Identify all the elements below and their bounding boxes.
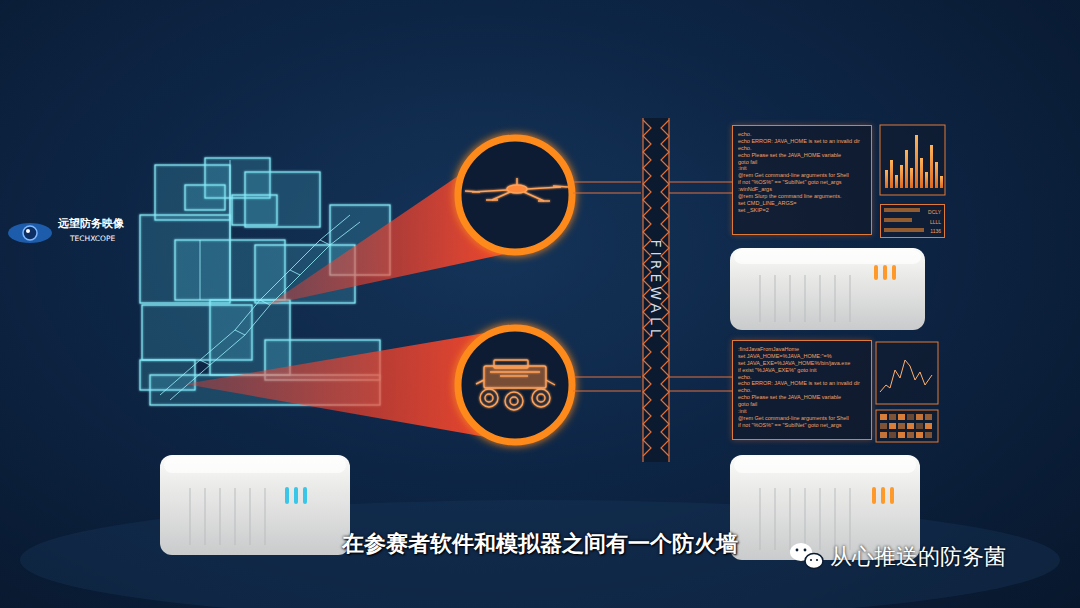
stat-panel: DCLYLLLL1136 (880, 204, 945, 238)
code-line: :findJavaFromJavaHome (738, 346, 866, 353)
code-line: set _SKIP=2 (738, 207, 866, 214)
code-line: echo. (738, 387, 866, 394)
code-line: goto fail (738, 159, 866, 166)
firewall-label: FIREWALL (648, 239, 664, 340)
code-line: set CMD_LINE_ARGS= (738, 200, 866, 207)
watermark-text: TECHXCOPE (70, 234, 115, 243)
code-line: echo. (738, 145, 866, 152)
code-line: goto fail (738, 401, 866, 408)
code-line: echo Please set the JAVA_HOME variable (738, 394, 866, 401)
code-line: set JAVA_HOME=%JAVA_HOME:"=% (738, 353, 866, 360)
watermark-text: 远望防务映像 (58, 216, 124, 231)
wire-connector (669, 391, 732, 392)
code-line: @rem Slurp the command line arguments. (738, 193, 866, 200)
code-line: if exist "%JAVA_EXE%" goto init (738, 367, 866, 374)
code-line: @rem Get command-line arguments for Shel… (738, 172, 866, 179)
firewall-band: FIREWALL (643, 118, 669, 462)
code-line: if not "%OS%" == "SubINet" goto net_args (738, 422, 866, 429)
stat-label: LLLL (881, 218, 941, 228)
stat-label: 1136 (881, 227, 941, 237)
code-line: echo Please set the JAVA_HOME variable (738, 152, 866, 159)
wire-connector (669, 377, 732, 378)
code-line: :init (738, 408, 866, 415)
code-line: echo ERROR: JAVA_HOME is set to an inval… (738, 380, 866, 387)
wire-connector (669, 193, 732, 194)
subtitle-caption: 在参赛者软件和模拟器之间有一个防火墙 (240, 529, 840, 559)
code-line: echo ERROR: JAVA_HOME is set to an inval… (738, 138, 866, 145)
code-line: :winNdF_args (738, 186, 866, 193)
code-line: if not "%OS%" == "SubINet" goto net_args (738, 179, 866, 186)
code-line: @rem Get command-line arguments for Shel… (738, 415, 866, 422)
code-line: :init (738, 165, 866, 172)
wire-connector (669, 182, 732, 183)
channel-name: 从心推送的防务菌 (830, 542, 1006, 572)
code-line: set JAVA_EXE=%JAVA_HOME%/bin/java.exe (738, 360, 866, 367)
code-panel: echo.echo ERROR: JAVA_HOME is set to an … (732, 125, 872, 235)
stat-label: DCLY (881, 208, 941, 218)
code-line: echo. (738, 131, 866, 138)
code-line: echo. (738, 374, 866, 381)
code-panel: :findJavaFromJavaHomeset JAVA_HOME=%JAVA… (732, 340, 872, 440)
